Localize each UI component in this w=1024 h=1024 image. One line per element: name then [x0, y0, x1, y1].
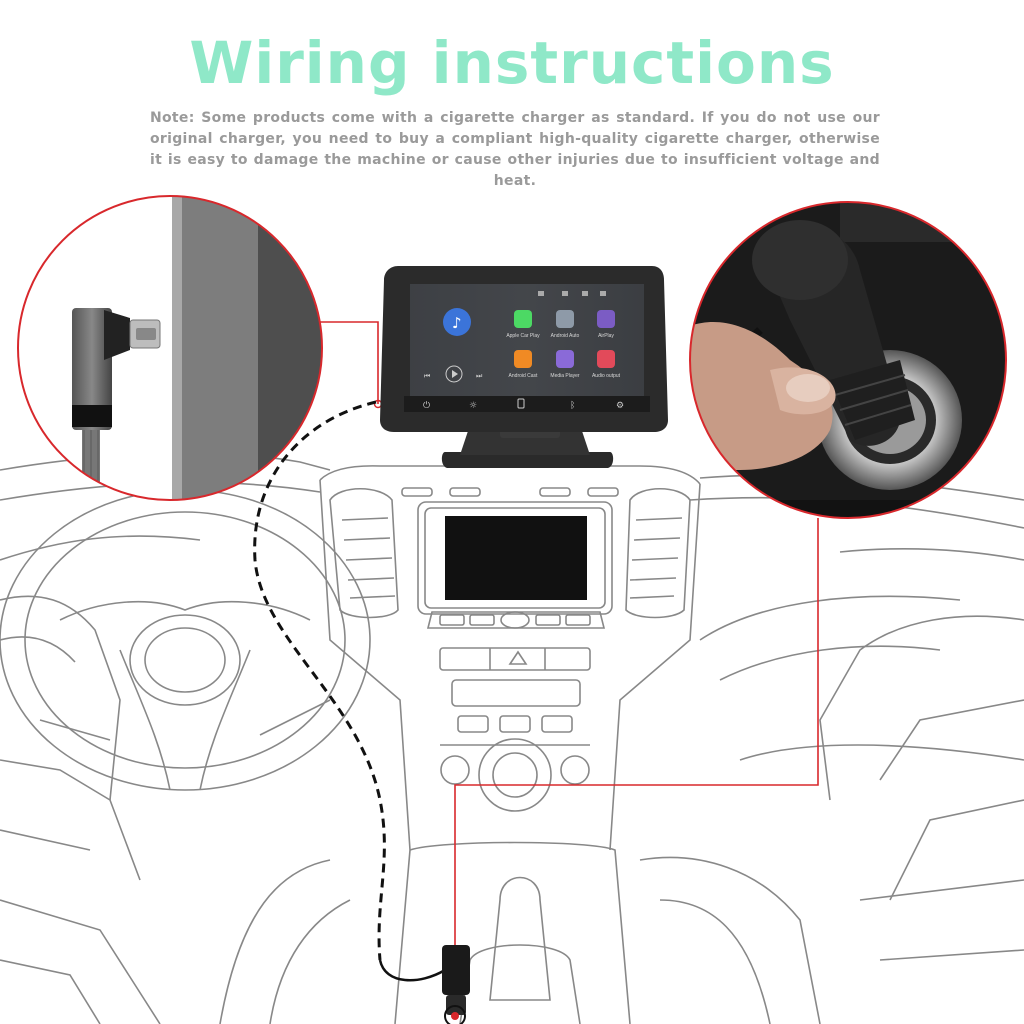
bluetooth-icon: ᛒ: [570, 400, 575, 411]
app-label-airplay: AirPlay: [598, 333, 614, 339]
audio-output-icon: [597, 350, 615, 368]
power-cable: [378, 959, 446, 982]
cigarette-socket-zoom-inset: [689, 201, 1007, 519]
power-cable-route: [253, 400, 386, 961]
page-title: Wiring instructions: [189, 29, 835, 97]
music-app-icon: [443, 308, 471, 336]
play-button-icon: [445, 365, 463, 383]
leader-lines: [318, 321, 819, 1018]
app-label-android-auto: Android Auto: [550, 333, 580, 339]
android-cast-icon: [514, 350, 532, 368]
media-player-icon: [556, 350, 574, 368]
note-text: Note: Some products come with a cigarett…: [150, 110, 880, 189]
app-label-audio-output: Audio output: [591, 373, 621, 379]
phone-icon: [517, 398, 525, 409]
airplay-icon: [597, 310, 615, 328]
android-auto-icon: [556, 310, 574, 328]
app-label-media-player: Media Player: [550, 373, 580, 379]
car-monitor-device: ♪ ⏮ ⏭ ⏻ ☼ ᛒ ⚙: [380, 266, 668, 468]
usb-c-zoom-inset: [17, 195, 323, 501]
cigarette-plug: [442, 945, 470, 1024]
app-label-apple-carplay: Apple Car Play: [506, 333, 540, 339]
power-icon: ⏻: [423, 400, 430, 411]
svg-text:♪: ♪: [452, 314, 462, 332]
next-track-icon: ⏭: [476, 372, 483, 380]
apple-carplay-icon: [514, 310, 532, 328]
oem-screen: [445, 516, 587, 600]
brightness-icon: ☼: [469, 401, 477, 411]
app-label-android-cast: Android Cast: [508, 373, 538, 379]
prev-track-icon: ⏮: [424, 372, 430, 380]
settings-gear-icon: ⚙: [616, 401, 624, 411]
